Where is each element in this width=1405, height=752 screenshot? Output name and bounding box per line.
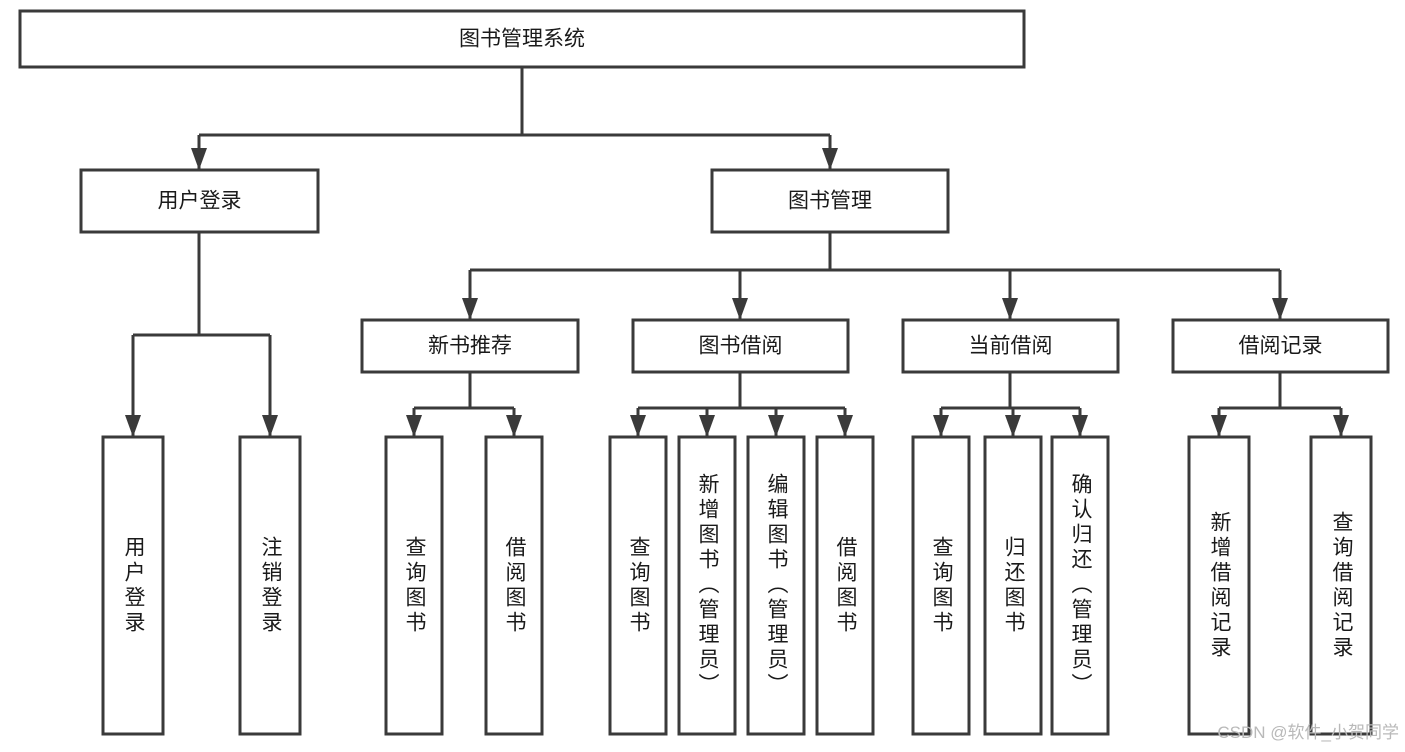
arrow-head-icon: [191, 148, 207, 170]
node-label-book-manage: 图书管理: [788, 190, 872, 213]
arrow-head-icon: [699, 415, 715, 437]
arrow-head-icon: [262, 415, 278, 437]
node-label-new-book-recommend: 新书推荐: [428, 335, 512, 358]
arrow-head-icon: [1072, 415, 1088, 437]
arrow-head-icon: [506, 415, 522, 437]
node-box-leaf-add-record[interactable]: [1187, 435, 1251, 736]
arrow-head-icon: [1333, 415, 1349, 437]
node-box-leaf-edit-book[interactable]: [746, 435, 806, 736]
node-box-leaf-borrow-book-2[interactable]: [815, 435, 875, 736]
arrow-head-icon: [1211, 415, 1227, 437]
arrow-head-icon: [732, 298, 748, 320]
node-box-book-manage[interactable]: [710, 168, 950, 234]
arrow-head-icon: [768, 415, 784, 437]
node-box-leaf-query-book-1[interactable]: [384, 435, 444, 736]
node-box-current-borrow[interactable]: [901, 318, 1120, 374]
node-label-book-borrow: 图书借阅: [699, 335, 783, 358]
node-label-current-borrow: 当前借阅: [969, 335, 1053, 358]
node-label-system-title: 图书管理系统: [459, 28, 585, 51]
node-box-user-login[interactable]: [79, 168, 320, 234]
arrow-head-icon: [406, 415, 422, 437]
arrow-head-icon: [125, 415, 141, 437]
node-box-leaf-return-book[interactable]: [983, 435, 1043, 736]
arrow-head-icon: [1005, 415, 1021, 437]
connector-layer: [125, 67, 1349, 437]
arrow-head-icon: [1272, 298, 1288, 320]
arrow-head-icon: [837, 415, 853, 437]
arrow-head-icon: [630, 415, 646, 437]
arrow-head-icon: [462, 298, 478, 320]
node-box-book-borrow[interactable]: [631, 318, 850, 374]
node-label-borrow-record: 借阅记录: [1239, 335, 1323, 358]
node-box-leaf-query-book-2[interactable]: [608, 435, 668, 736]
node-label-user-login: 用户登录: [158, 190, 242, 213]
node-box-leaf-user-login[interactable]: [101, 435, 165, 736]
node-box-leaf-query-record[interactable]: [1309, 435, 1373, 736]
node-box-new-book-recommend[interactable]: [360, 318, 580, 374]
box-layer: [18, 9, 1390, 736]
arrow-head-icon: [1002, 298, 1018, 320]
arrow-head-icon: [933, 415, 949, 437]
node-box-leaf-query-book-3[interactable]: [911, 435, 971, 736]
watermark-text: CSDN @软件_小贺同学: [1217, 723, 1399, 742]
node-box-system-title[interactable]: [18, 9, 1026, 69]
node-box-leaf-borrow-book-1[interactable]: [484, 435, 544, 736]
node-box-leaf-confirm-return[interactable]: [1050, 435, 1110, 736]
node-box-leaf-logout-login[interactable]: [238, 435, 302, 736]
arrow-head-icon: [822, 148, 838, 170]
node-box-borrow-record[interactable]: [1171, 318, 1390, 374]
node-box-leaf-add-book[interactable]: [677, 435, 737, 736]
